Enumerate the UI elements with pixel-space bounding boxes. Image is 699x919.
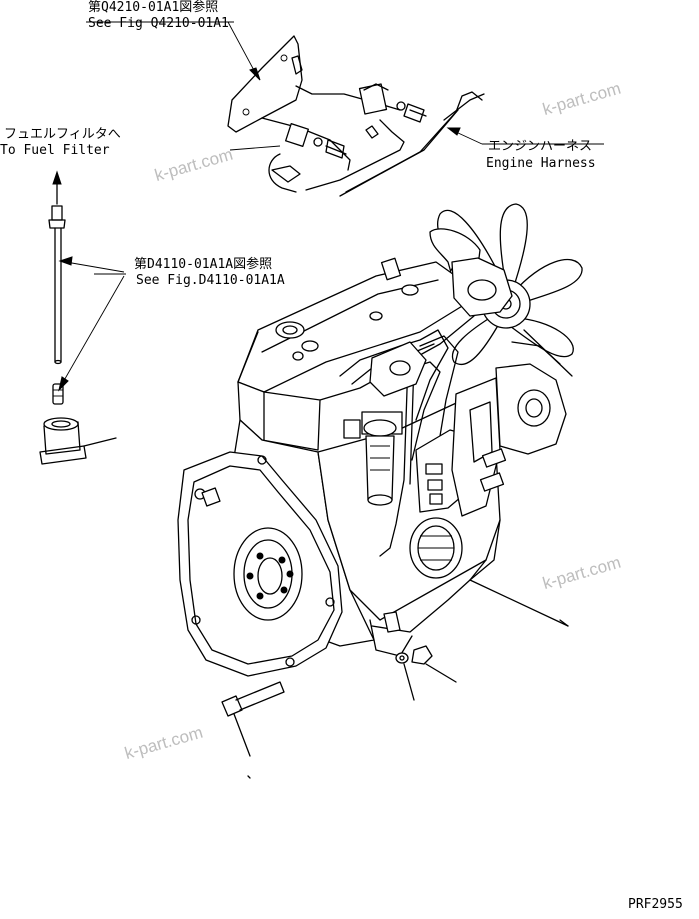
pipe-reference-jp: 第D4110-01A1A図参照 [134, 257, 273, 272]
harness-label-jp: エンジンハーネス [488, 139, 593, 154]
pipe-reference-en: See Fig.D4110-01A1A [136, 273, 285, 288]
bracket-assembly [227, 35, 427, 193]
harness-label-en: Engine Harness [486, 156, 596, 171]
drawing-code: PRF2955 [628, 897, 683, 912]
fuel-filter-label-jp: フュエルフィルタへ [4, 127, 121, 142]
fuel-filter-label-en: To Fuel Filter [0, 143, 110, 158]
leader-lines [58, 21, 604, 392]
bracket-reference-jp: 第Q4210-01A1図参照 [88, 0, 219, 15]
bracket-reference-en: See Fig Q4210-01A1 [88, 16, 229, 31]
flywheel-housing [177, 451, 343, 677]
engine-harness [339, 91, 485, 197]
loose-fasteners [221, 645, 457, 779]
fuel-filter-line [39, 170, 117, 465]
